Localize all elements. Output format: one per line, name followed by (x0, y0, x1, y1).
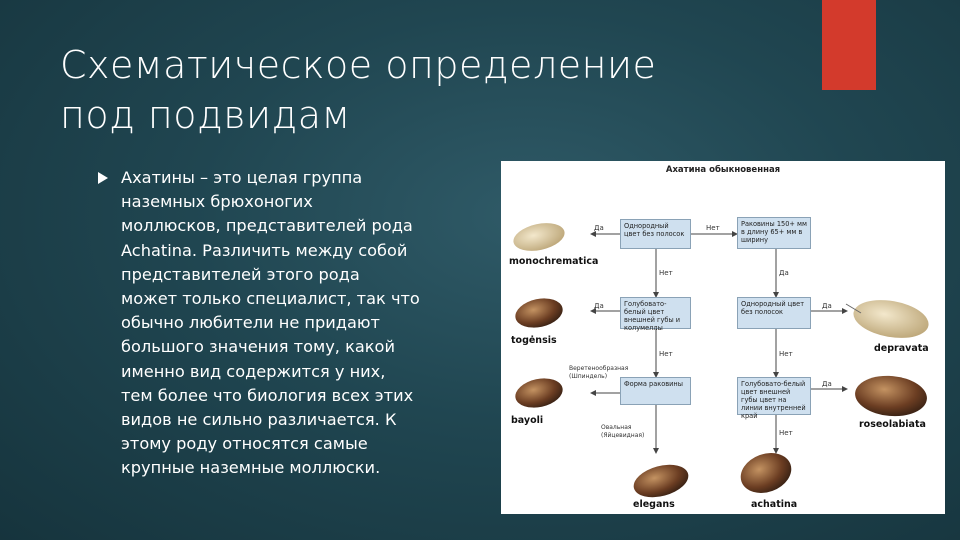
species-depravata: depravata (874, 343, 929, 354)
box-uniform-color-2: Однородный цвет без полосок (737, 297, 811, 329)
label-no: Нет (706, 224, 720, 232)
label-yes: Да (779, 269, 789, 277)
box-shell-size: Раковины 150+ мм в длину 65+ мм в ширину (737, 217, 811, 249)
body-line: наземных брюхоногих (121, 192, 313, 212)
species-togensis: togėnsis (511, 335, 557, 346)
box-uniform-color: Однородный цвет без полосок (620, 219, 691, 249)
body-line: Ахатины – это целая группа (121, 168, 363, 187)
body-line: представителей этого рода (121, 264, 360, 284)
label-no: Нет (659, 350, 673, 358)
box-bluish-lip: Голубовато-белый цвет внешней губы и кол… (620, 297, 691, 332)
body-line: Achatina. Различить между собой (121, 240, 408, 260)
body-line: этому роду относятся самые (121, 434, 368, 454)
species-roseolabiata: roseolabiata (859, 419, 926, 430)
species-bayoli: bayoli (511, 415, 544, 426)
body-line: крупные наземные моллюски. (121, 458, 381, 478)
label-spindle-shape: Веретенообразная (Шпиндель) (569, 365, 629, 380)
accent-bar (822, 0, 876, 90)
label-no: Нет (779, 429, 793, 437)
bullet-arrow-icon (98, 172, 108, 184)
body-paragraph: Ахатины – это целая группа наземных брюх… (121, 166, 481, 481)
body-line: именно вид содержится у них, (121, 361, 386, 381)
body-line: может только специалист, так что (121, 289, 420, 309)
body-line: большого значения тому, какой (121, 337, 395, 357)
species-elegans: elegans (633, 499, 675, 510)
body-line: видов не сильно различается. К (121, 410, 397, 430)
body-line: тем более что биология всех этих (121, 385, 414, 405)
diagram-connectors (513, 223, 929, 498)
label-yes: Да (594, 302, 604, 310)
shell-icons (513, 223, 929, 498)
label-yes: Да (822, 380, 832, 388)
label-oval-shape: Овальная (Яйцевидная) (601, 424, 645, 439)
label-no: Нет (659, 269, 673, 277)
label-yes: Да (594, 224, 604, 232)
label-no: Нет (779, 350, 793, 358)
title-line-1: Схематическое определение (60, 43, 657, 87)
species-monochrematica: monochrematica (509, 256, 599, 267)
box-bluish-lip-2: Голубовато-белый цвет внешней губы цвет … (737, 377, 811, 420)
identification-diagram: Ахатина обыкновенная Однородный цвет без… (501, 161, 945, 514)
body-line: обычно любители не придают (121, 313, 380, 333)
label-yes: Да (822, 302, 832, 310)
species-achatina: achatina (751, 499, 798, 510)
diagram-title: Ахатина обыкновенная (665, 165, 781, 175)
title-line-2: под подвидам (60, 93, 351, 137)
body-line: моллюсков, представителей рода (121, 216, 413, 236)
slide-title: Схематическое определение под подвидам (60, 40, 800, 140)
box-shell-shape: Форма раковины (620, 377, 691, 405)
